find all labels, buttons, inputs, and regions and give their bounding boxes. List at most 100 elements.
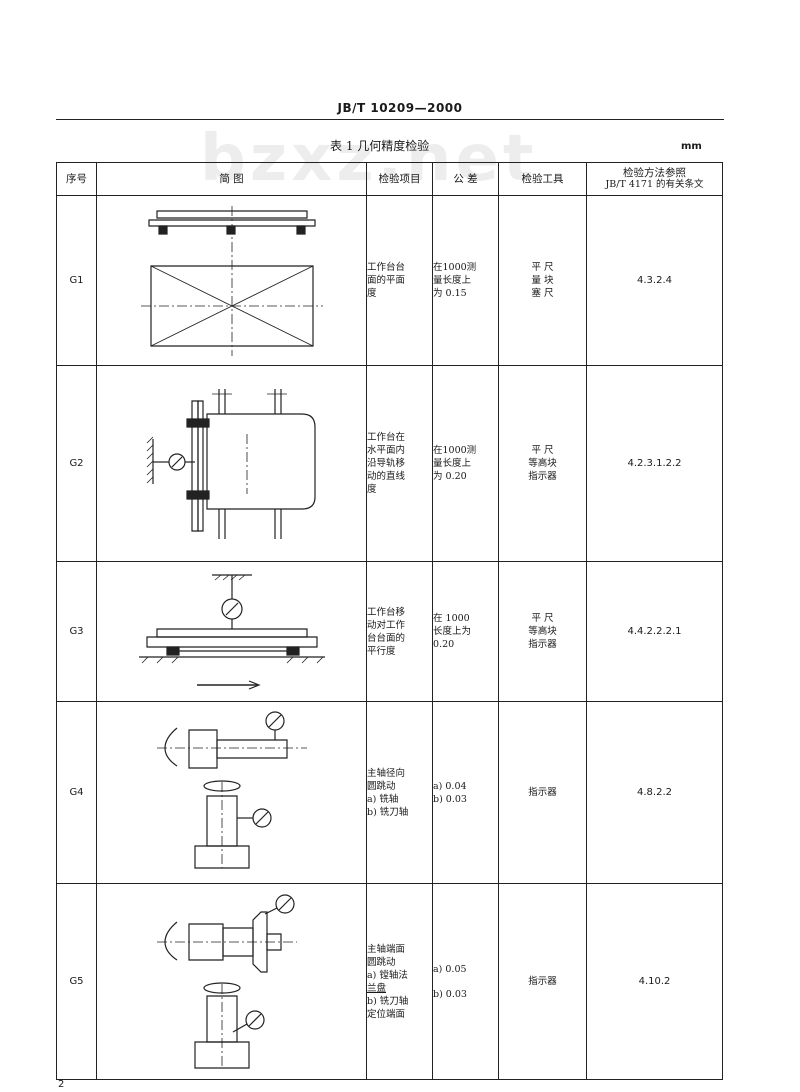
straightness-diagram [137,379,327,549]
tolerance-line: 0.20 [433,639,455,650]
tool-line: 量 块 [531,275,554,286]
rotation-arrow-icon [204,983,240,993]
item-line: 工作台移 [367,606,406,618]
item-line: 圆跳动 [367,780,396,792]
tolerance-line: b) 0.03 [433,793,467,805]
item-line: b) 铣刀轴 [367,995,409,1007]
rotation-arrow-icon [204,781,240,791]
method-reference: 4.4.2.2.2.1 [586,561,723,702]
diagram-g4 [96,701,367,884]
table-row: G5 [56,883,723,1080]
item-line: 工作台台 [367,262,406,273]
spindle-flange-shape [253,912,267,972]
header-tool: 检验工具 [498,162,587,196]
item-line: 面的平面 [367,275,406,286]
tolerance: a) 0.05 b) 0.03 [432,883,499,1080]
item-line: 动的直线 [367,471,406,482]
tool-line: 平 尺 [531,445,554,456]
tolerance: 在1000测 量长度上 为 0.15 [432,195,499,366]
item-line: 台台面的 [367,632,406,644]
item-line: 水平面内 [367,445,406,456]
tolerance-line: 在1000测 [433,445,477,456]
check-tools: 平 尺 量 块 塞 尺 [498,195,587,366]
tool-line: 等高块 [528,458,557,469]
header-rule [56,119,724,120]
header-method-line1: 检验方法参照 [623,167,686,179]
item-line: 主轴端面 [367,943,406,955]
tolerance-line: a) 0.04 [433,780,467,792]
worktable-outline [207,414,315,509]
radial-runout-diagram [137,708,327,878]
tolerance: 在1000测 量长度上 为 0.20 [432,365,499,562]
tool-line: 平 尺 [531,262,554,273]
diagram-g3 [96,561,367,702]
item-line: 定位端面 [367,1008,406,1020]
item-line: 度 [367,288,377,299]
rotation-arrow-icon [165,728,177,766]
row-number: G5 [56,883,97,1080]
unit-label: mm [681,141,702,152]
header-seq: 序号 [56,162,97,196]
face-runout-diagram [137,892,327,1072]
tolerance-line: a) 0.05 [433,963,467,975]
tool-line: 指示器 [528,787,557,798]
diagram-g5 [96,883,367,1080]
row-number: G3 [56,561,97,702]
tool-line: 指示器 [528,976,557,987]
tool-line: 指示器 [528,639,557,650]
check-tools: 平 尺 等高块 指示器 [498,561,587,702]
diagram-g2 [96,365,367,562]
tolerance-line: 在1000测 [433,262,477,273]
dial-indicator-icon [276,895,294,913]
table-row: G1 工作台台 面的平面 度 [56,195,723,366]
table-row: G2 [56,365,723,562]
tool-line: 塞 尺 [531,288,554,299]
check-item: 工作台移 动对工作 台台面的 平行度 [366,561,433,702]
check-tools: 平 尺 等高块 指示器 [498,365,587,562]
header-item: 检验项目 [366,162,433,196]
item-line: a) 铣轴 [367,793,399,805]
tolerance-line: 长度上为 [433,626,472,637]
tolerance-line: 为 0.15 [433,288,467,299]
tolerance: 在 1000 长度上为 0.20 [432,561,499,702]
tolerance-line: 量长度上 [433,275,472,286]
check-item: 工作台在 水平面内 沿导轨移 动的直线 度 [366,365,433,562]
tool-line: 等高块 [528,626,557,637]
dial-indicator-icon [246,1011,264,1029]
header-tolerance: 公 差 [432,162,499,196]
item-line: 度 [367,484,377,495]
item-line: 圆跳动 [367,956,396,968]
method-reference: 4.3.2.4 [586,195,723,366]
straightedge-shape [157,629,307,637]
rotation-arrow-icon [165,922,177,960]
check-item: 工作台台 面的平面 度 [366,195,433,366]
dial-indicator-icon [253,809,271,827]
tool-line: 指示器 [528,471,557,482]
item-line: a) 镗轴法 [367,969,408,981]
method-reference: 4.2.3.1.2.2 [586,365,723,562]
method-reference: 4.8.2.2 [586,701,723,884]
tolerance-line: 为 0.20 [433,471,467,482]
page-number: 2 [58,1079,65,1090]
tolerance-line: b) 0.03 [433,988,467,1000]
tool-line: 平 尺 [531,613,554,624]
tolerance-line: 量长度上 [433,458,472,469]
tolerance: a) 0.04 b) 0.03 [432,701,499,884]
row-number: G2 [56,365,97,562]
row-number: G1 [56,195,97,366]
item-line: 主轴径向 [367,767,406,779]
worktable-shape [147,637,317,647]
tolerance-line: 在 1000 [433,613,470,624]
item-line: 兰盘 [367,982,387,994]
standard-number: JB/T 10209—2000 [337,101,463,115]
check-tools: 指示器 [498,883,587,1080]
dial-indicator-icon [266,712,284,730]
item-line: 动对工作 [367,619,406,631]
table-caption: 表 1 几何精度检验 [330,139,430,153]
item-line: 沿导轨移 [367,458,406,469]
method-reference: 4.10.2 [586,883,723,1080]
parallelism-diagram [137,567,327,697]
row-number: G4 [56,701,97,884]
diagram-g1 [96,195,367,366]
header-figure: 简 图 [96,162,367,196]
